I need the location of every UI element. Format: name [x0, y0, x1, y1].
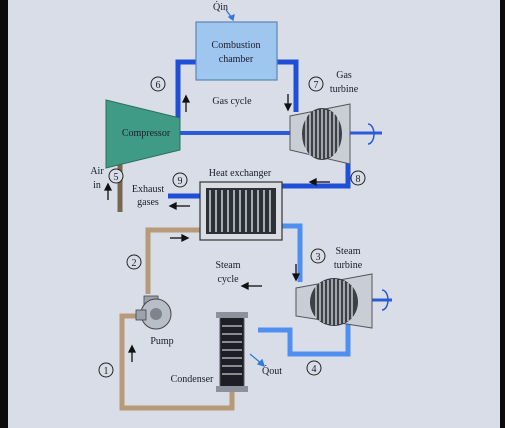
- condenser: [216, 312, 248, 392]
- gas-turbine: [289, 103, 351, 165]
- gas-turbine-label-1: Gas: [336, 70, 352, 81]
- gas-pipe-7: [277, 59, 299, 112]
- steam-turbine: [295, 273, 373, 329]
- heat-exchanger: [199, 181, 283, 241]
- gas-turbine-rotation-icon: [367, 123, 375, 145]
- state-marker-5: [108, 168, 124, 184]
- combustion-chamber: [195, 21, 278, 81]
- state-markers: 1 2 3 4 5 6 7 8 9: [98, 76, 366, 378]
- compressor-label-bg: [114, 126, 176, 139]
- state-label-8: 8: [356, 174, 361, 185]
- state-marker-3: [310, 248, 326, 264]
- combustion-chamber-label-2: chamber: [219, 54, 254, 65]
- state-marker-1: [98, 362, 114, 378]
- gas-pipe-6: [175, 59, 196, 118]
- state-marker-2: [126, 254, 142, 270]
- q-out-label: Q̇out: [262, 365, 282, 377]
- steam-turbine-label-2: turbine: [334, 260, 363, 271]
- water-pipe-1: [119, 313, 235, 411]
- flow-arrows: [103, 9, 330, 368]
- state-marker-6: [150, 76, 166, 92]
- state-label-3: 3: [316, 252, 321, 263]
- air-in-label-2: in: [93, 180, 101, 191]
- steam-pipe-4: [258, 322, 351, 357]
- state-marker-7: [308, 76, 324, 92]
- gas-cycle-label: Gas cycle: [212, 96, 252, 107]
- compressor-label: Compressor: [122, 128, 171, 139]
- pump: [135, 295, 172, 330]
- gas-turbine-label-2: turbine: [330, 84, 359, 95]
- state-label-9: 9: [178, 176, 183, 187]
- pump-label: Pump: [150, 336, 173, 347]
- steam-turbine-label-1: Steam: [336, 246, 361, 257]
- steam-cycle-label-2: cycle: [217, 274, 239, 285]
- condenser-label: Condenser: [171, 374, 214, 385]
- q-in-label: Q̇in: [213, 1, 228, 13]
- state-label-5: 5: [114, 172, 119, 183]
- state-label-7: 7: [314, 80, 319, 91]
- state-label-2: 2: [132, 258, 137, 269]
- state-label-6: 6: [156, 80, 161, 91]
- state-marker-4: [306, 360, 322, 376]
- state-marker-9: [172, 172, 188, 188]
- heat-exchanger-label: Heat exchanger: [209, 168, 272, 179]
- combustion-chamber-label-1: Combustion: [212, 40, 261, 51]
- steam-turbine-rotation-icon: [381, 289, 389, 311]
- water-pipe-2: [145, 227, 200, 294]
- air-in-label-1: Air: [90, 166, 104, 177]
- steam-cycle-label-1: Steam: [216, 260, 241, 271]
- state-marker-8: [350, 170, 366, 186]
- exhaust-gases-label-2: gases: [137, 197, 159, 208]
- exhaust-gases-label-1: Exhaust: [132, 184, 164, 195]
- state-label-1: 1: [104, 366, 109, 377]
- state-label-4: 4: [312, 364, 317, 375]
- steam-pipe-3: [282, 223, 303, 282]
